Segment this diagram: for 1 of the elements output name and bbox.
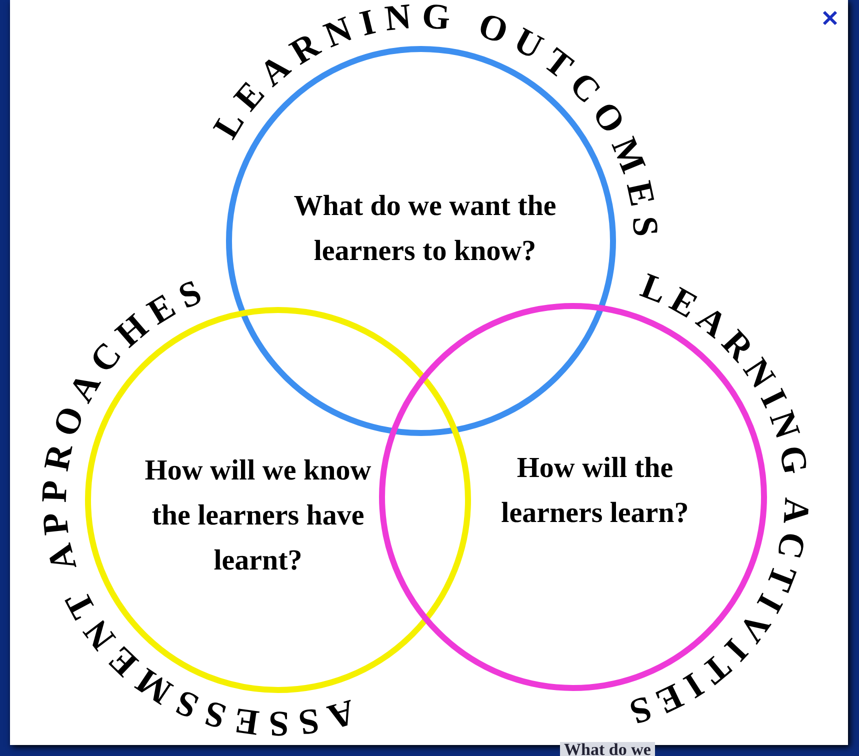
background-slide-text: What do we — [560, 742, 655, 756]
